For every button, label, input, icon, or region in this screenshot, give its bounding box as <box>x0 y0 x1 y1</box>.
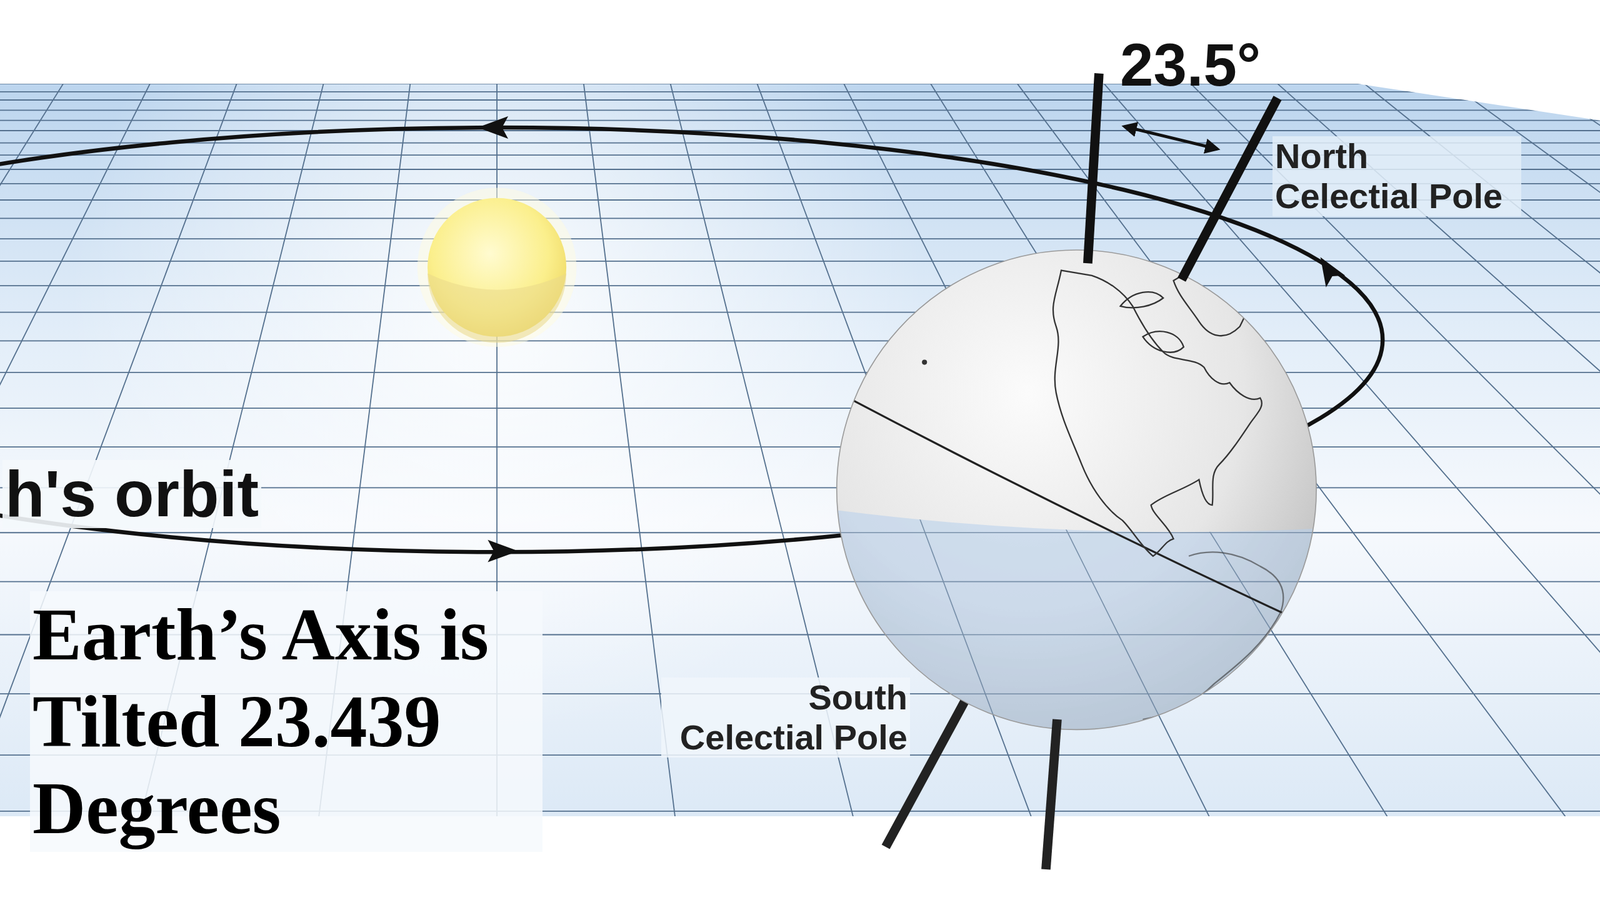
grid-line <box>0 238 1600 240</box>
grid-line <box>0 120 1600 122</box>
grid-line <box>816 238 1347 240</box>
grid-line <box>0 83 1600 85</box>
grid-line <box>816 130 1347 132</box>
angle-label: 23.5° <box>1120 35 1261 95</box>
diagram-title: Earth’s Axis is Tilted 23.439 Degrees <box>30 591 543 852</box>
grid-line <box>816 218 1347 220</box>
grid-line <box>816 142 1347 144</box>
grid-line <box>0 531 1600 534</box>
grid-line <box>0 340 1600 342</box>
grid-line <box>816 99 1347 101</box>
grid-line <box>0 109 1600 111</box>
grid-line <box>816 260 1347 262</box>
grid-line <box>0 260 1600 262</box>
grid-line <box>1017 83 1566 817</box>
grid-line <box>1537 83 1600 817</box>
pole-label: North Celectial Pole <box>1272 136 1522 217</box>
grid-line <box>816 581 1347 583</box>
pole-label: South Celectial Pole <box>661 677 910 758</box>
grid-line <box>1190 83 1600 817</box>
grid-line <box>0 91 1600 93</box>
grid-line <box>816 154 1347 156</box>
grid-line <box>816 340 1347 342</box>
grid-line <box>0 217 1600 219</box>
grid-line <box>0 371 1600 374</box>
grid-line <box>816 91 1347 93</box>
grid-line <box>816 487 1347 489</box>
grid-line <box>1537 83 1600 817</box>
grid-line <box>0 446 1600 448</box>
grid-line <box>816 83 1347 85</box>
grid-line <box>0 99 1600 101</box>
grid-line <box>816 371 1347 374</box>
grid-line <box>816 311 1347 314</box>
grid-line <box>816 183 1347 185</box>
grid-line <box>0 407 1600 409</box>
grid-line <box>816 168 1347 170</box>
orbit-label: h's orbit <box>2 460 262 529</box>
grid-line <box>0 130 1600 132</box>
grid-line <box>816 407 1347 409</box>
grid-line <box>0 285 1600 287</box>
grid-line <box>816 285 1347 287</box>
grid-line <box>0 311 1600 314</box>
grid-line <box>816 810 1347 812</box>
grid-line <box>816 531 1347 534</box>
grid-line <box>816 446 1347 448</box>
grid-line <box>816 199 1347 201</box>
grid-line <box>0 581 1600 583</box>
